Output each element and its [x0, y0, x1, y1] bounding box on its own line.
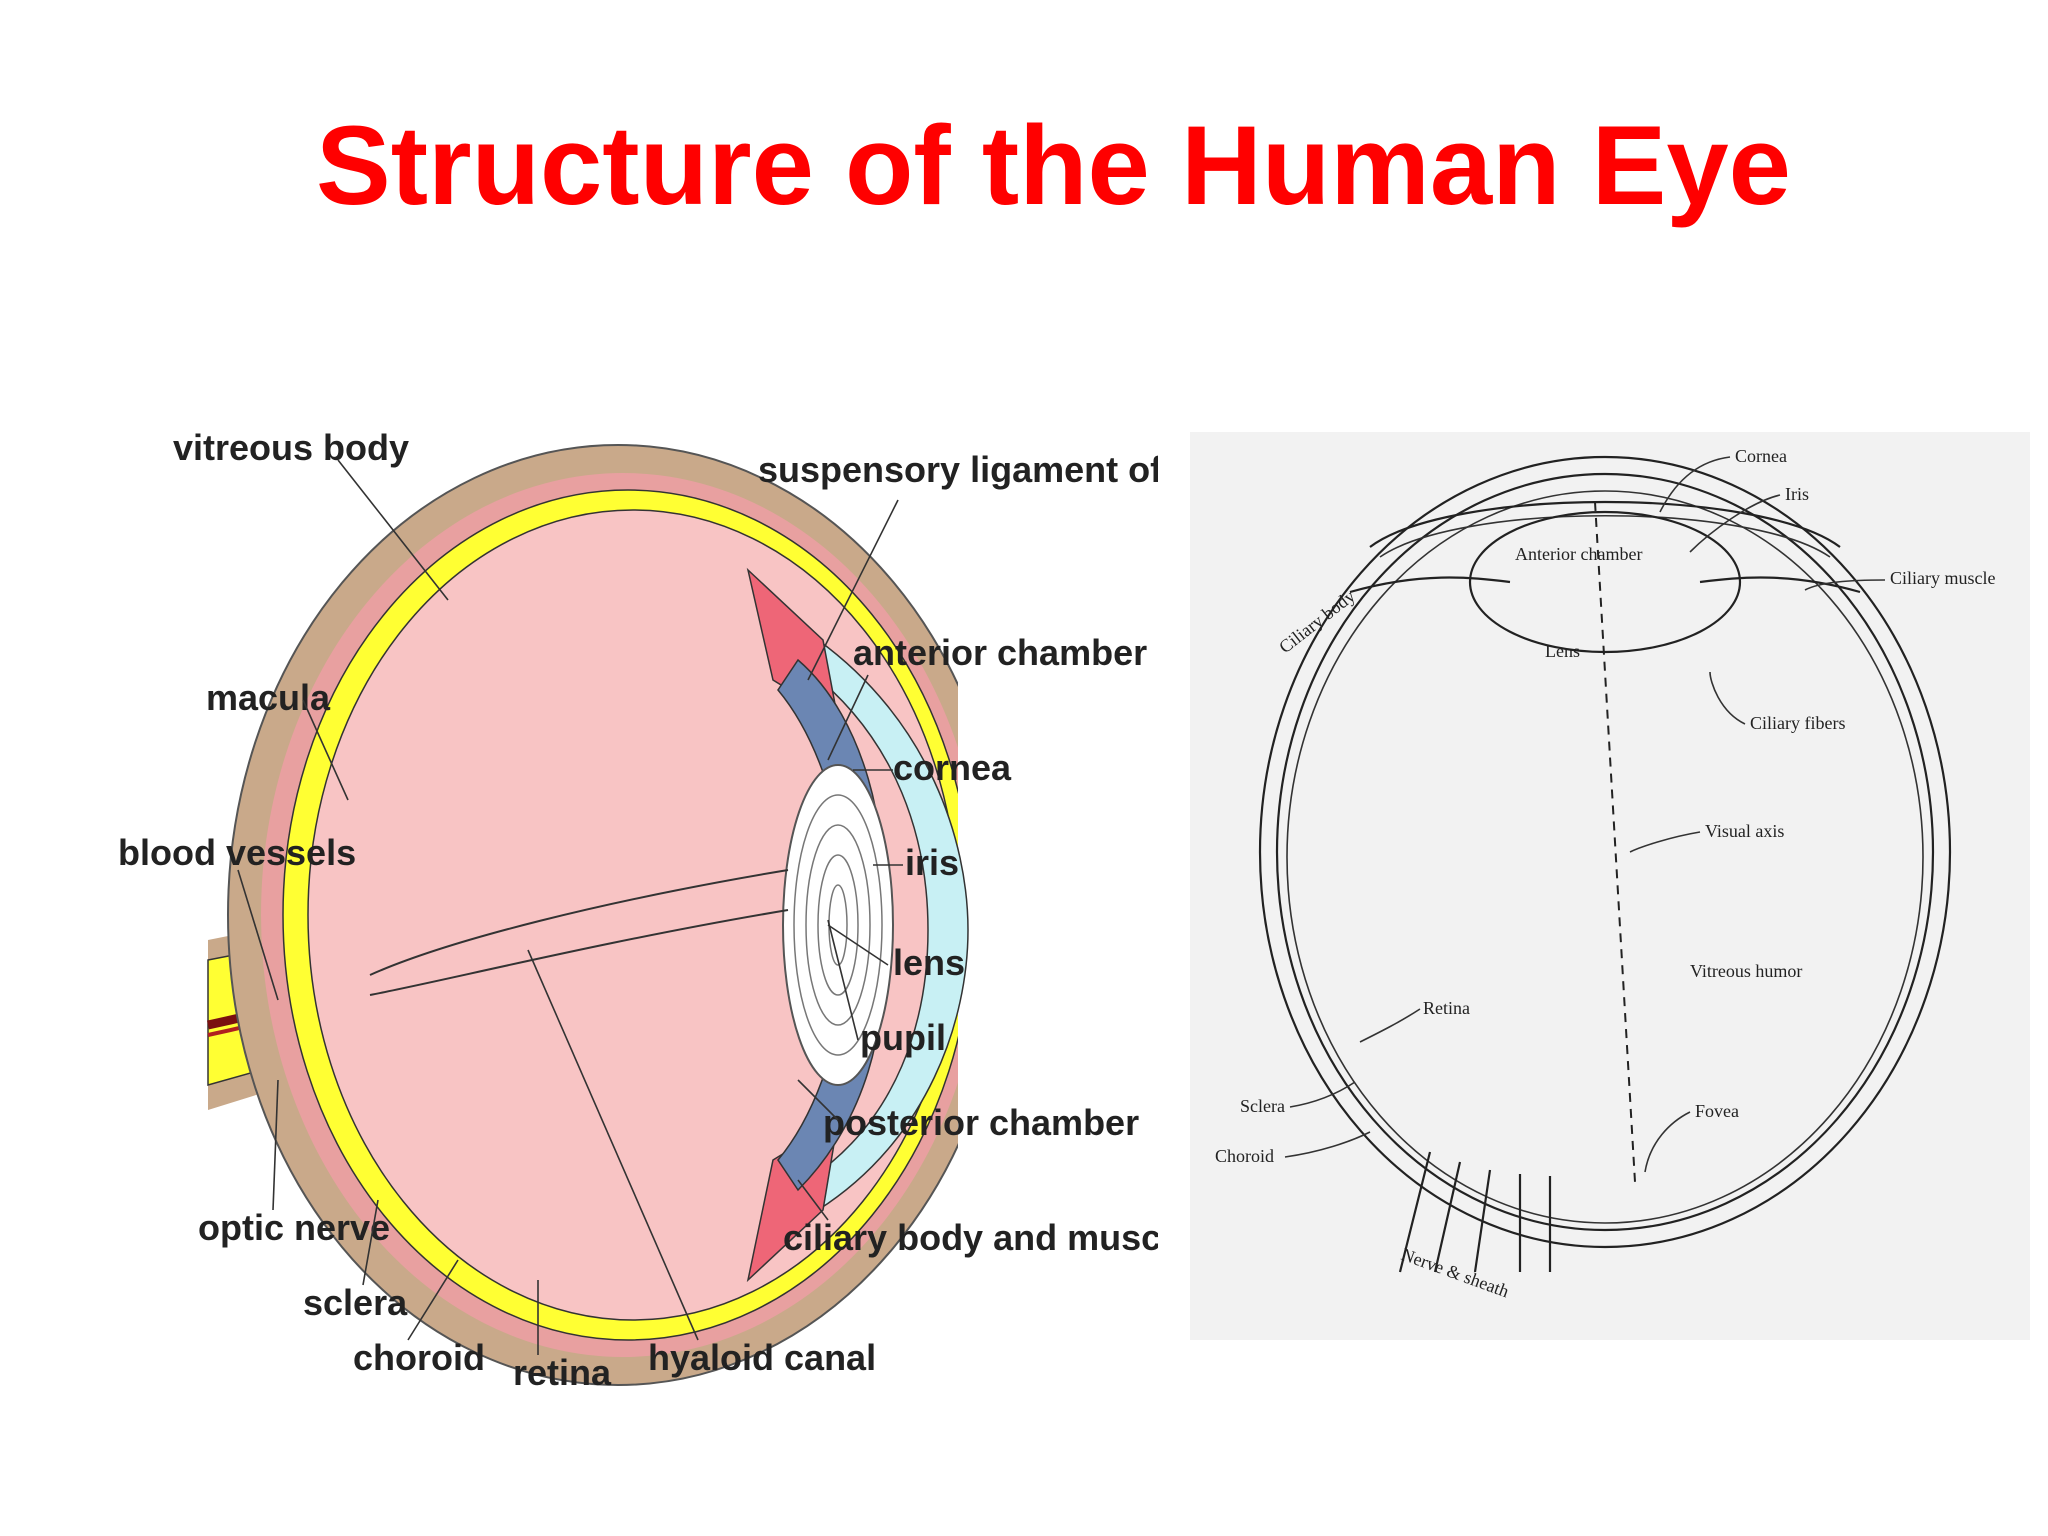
rlabel-visual-axis: Visual axis	[1705, 821, 1784, 841]
rlabel-retina: Retina	[1423, 998, 1470, 1018]
label-retina: retina	[513, 1352, 612, 1393]
label-optic-nerve: optic nerve	[198, 1207, 390, 1248]
leader-lines-left	[237, 459, 903, 1355]
eye-diagram-colored: vitreous body suspensory ligament of len…	[108, 420, 1244, 1430]
label-macula: macula	[206, 677, 331, 718]
label-hyaloid-canal: hyaloid canal	[648, 1337, 876, 1378]
rlabel-fovea: Fovea	[1695, 1101, 1739, 1121]
label-cornea: cornea	[893, 747, 1012, 788]
label-pupil: pupil	[860, 1017, 946, 1058]
rlabel-nerve-sheath: Nerve & sheath	[1399, 1244, 1512, 1301]
label-blood-vessels: blood vessels	[118, 832, 356, 873]
leader-lines-right	[1284, 456, 1886, 1173]
sclera-outline	[1258, 455, 1952, 1249]
rlabel-sclera: Sclera	[1240, 1096, 1285, 1116]
label-suspensory-ligament: suspensory ligament of lens	[758, 449, 1158, 490]
label-ciliary-body: ciliary body and muscle	[783, 1217, 1158, 1258]
lens-shape	[782, 764, 894, 1086]
rlabel-choroid: Choroid	[1215, 1146, 1274, 1166]
rlabel-vitreous-humor: Vitreous humor	[1690, 961, 1802, 981]
hyaloid-canal-shape	[369, 869, 789, 996]
label-iris: iris	[905, 842, 959, 883]
eye-diagram-line: Cornea Iris Anterior chamber Ciliary mus…	[1190, 432, 2030, 1340]
rlabel-ciliary-fibers: Ciliary fibers	[1750, 713, 1845, 733]
label-anterior-chamber: anterior chamber	[853, 632, 1147, 673]
visual-axis-line	[1594, 501, 1636, 1183]
rlabel-anterior-chamber: Anterior chamber	[1515, 544, 1642, 564]
rlabel-cornea: Cornea	[1735, 446, 1787, 466]
label-lens: lens	[893, 942, 965, 983]
label-vitreous-body: vitreous body	[173, 427, 409, 468]
label-posterior-chamber: posterior chamber	[823, 1102, 1139, 1143]
cornea-outline	[1369, 500, 1841, 548]
lens-outline	[1468, 510, 1742, 654]
slide-title: Structure of the Human Eye	[316, 103, 1791, 228]
rlabel-lens: Lens	[1545, 641, 1580, 661]
rlabel-ciliary-muscle: Ciliary muscle	[1890, 568, 1995, 588]
rlabel-iris: Iris	[1785, 484, 1809, 504]
label-sclera: sclera	[303, 1282, 408, 1323]
label-choroid: choroid	[353, 1337, 485, 1378]
nerve-sheath-shape	[1398, 1151, 1552, 1273]
